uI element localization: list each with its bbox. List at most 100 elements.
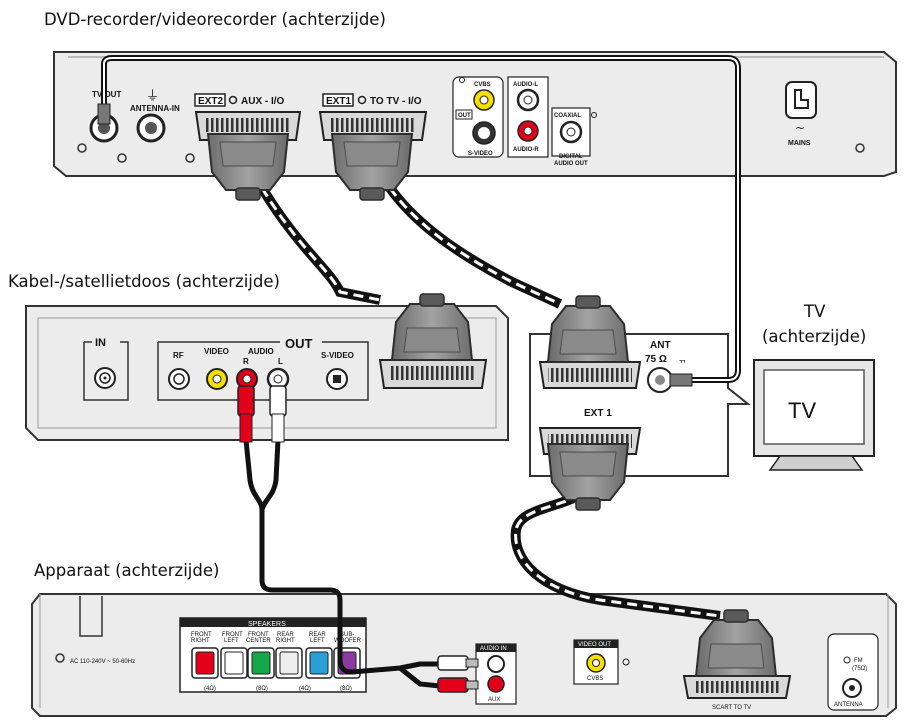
ac-label: AC 110-240V ~ 50-60Hz (70, 659, 135, 665)
audio-r-label: AUDIO-R (513, 147, 539, 153)
aux-l-jack (487, 655, 505, 673)
screw-icon (855, 143, 865, 153)
speaker-terminal-front-left (220, 647, 248, 679)
s-video-jack (472, 121, 496, 145)
tv-scart-top-socket (538, 361, 642, 389)
ext2-desc-label: AUX - I/O (241, 96, 285, 107)
sp4-line1: REAR (277, 632, 294, 638)
cable-box-caption: Kabel-/satellietdoos (achterzijde) (8, 272, 280, 291)
sp2-line2: LEFT (224, 638, 239, 644)
antenna-label: ANTENNA (834, 702, 863, 708)
audio-in-label: AUDIO IN (480, 646, 507, 652)
dvd-recorder-caption: DVD-recorder/videorecorder (achterzijde) (44, 10, 386, 29)
mains-socket (785, 81, 817, 119)
speaker-terminal-rear-right (275, 647, 303, 679)
screw-icon (55, 653, 65, 663)
scart-plug-ext1 (331, 133, 413, 201)
ac-symbol-icon: ~ (795, 121, 805, 135)
screw-icon (77, 143, 87, 153)
scart-plug-tv-top (547, 295, 629, 363)
video-out-jack (586, 653, 606, 673)
rf-out-jack (168, 368, 190, 390)
video-label: VIDEO (204, 347, 229, 356)
coaxial-label: COAXIAL (554, 113, 581, 119)
scart-cable-ext2-to-box (257, 185, 381, 305)
in-label: IN (95, 337, 106, 349)
out-label: OUT (285, 336, 313, 351)
audio-l-jack (516, 88, 540, 112)
fm-label: FM (854, 658, 863, 664)
aux-r-jack (487, 675, 505, 693)
sp4-line2: RIGHT (276, 638, 295, 644)
video-out-label: OUT (458, 113, 471, 119)
audio-r-jack (517, 120, 539, 142)
fm-antenna-jack (842, 678, 862, 698)
scart-plug-ext2 (207, 133, 289, 201)
screw-icon (185, 153, 195, 163)
apparaat-back-panel: AC 110-240V ~ 50-60Hz SPEAKERS FRONT RIG… (31, 593, 897, 717)
digital-audio-out-label: AUDIO OUT (554, 161, 588, 167)
cvbs-jack (473, 89, 495, 111)
antenna-in-label: ANTENNA-IN (130, 104, 180, 113)
scart-cable-tv-to-apparaat (510, 489, 721, 621)
coax-symbol-icon: ᆩ (678, 355, 686, 365)
sp3-line2: CENTER (246, 638, 271, 644)
screw-icon (117, 153, 127, 163)
mains-label: MAINS (788, 140, 811, 147)
audio-cable-box-to-apparaat (237, 385, 479, 693)
scart-cable-ext1-to-tv (385, 185, 563, 309)
impedance-label: (4Ω) (299, 686, 311, 692)
s-video-label: S-VIDEO (321, 351, 354, 360)
sp1-line2: RIGHT (191, 638, 210, 644)
s-video-out-jack (326, 368, 348, 390)
impedance-label: (4Ω) (204, 686, 216, 692)
coaxial-jack (559, 120, 583, 144)
aux-label: AUX (488, 697, 500, 703)
digital-label: DIGITAL (559, 154, 583, 160)
sp1-line1: FRONT (191, 632, 212, 638)
tv-set: TV (753, 359, 875, 471)
box-scart-socket (378, 359, 488, 389)
sp6-line2: WOOFER (334, 638, 362, 644)
tv-screen-label: TV (788, 398, 816, 423)
audio-l-label: AUDIO-L (513, 82, 538, 88)
scart-plug-box (391, 293, 473, 361)
s-video-label: S-VIDEO (468, 151, 493, 157)
audio-l-label: L (278, 357, 283, 366)
apparaat-scart-socket (682, 675, 792, 699)
ext2-label: EXT2 (198, 96, 223, 107)
sp5-line1: REAR (309, 632, 326, 638)
cable-box-back-panel: IN OUT RF VIDEO AUDIO R L S-VIDEO (25, 305, 509, 441)
sp5-line2: LEFT (310, 638, 325, 644)
cvbs-label: CVBS (474, 82, 491, 88)
scart-to-tv-label: SCART TO TV (712, 705, 751, 711)
video-out-jack (206, 368, 228, 390)
cvbs-label: CVBS (587, 676, 603, 682)
sp3-line1: FRONT (248, 632, 269, 638)
ant-ohm-label: 75 Ω (645, 354, 667, 365)
audio-label: AUDIO (248, 347, 274, 356)
tv-connector-zoom: ANT 75 Ω ᆩ EXT 1 (529, 333, 751, 477)
rf-in-jack (94, 367, 116, 389)
audio-r-label: R (243, 357, 249, 366)
impedance-label: (8Ω) (340, 686, 352, 692)
antenna-cable (97, 55, 741, 387)
audio-r-out-jack (236, 368, 258, 390)
tv-antenna-jack (647, 367, 673, 393)
ext-1-label: EXT 1 (584, 408, 612, 419)
ext1-desc-label: TO TV - I/O (370, 96, 422, 107)
video-out-label: VIDEO OUT (578, 642, 611, 648)
sp2-line1: FRONT (222, 632, 243, 638)
antenna-symbol-icon: ⏚ (146, 89, 159, 104)
tv-caption-sub: (achterzijde) (762, 327, 867, 346)
speaker-terminal-rear-left (305, 647, 333, 679)
speaker-terminal-front-center (247, 647, 275, 679)
dvd-recorder-back-panel: TV-OUT ⏚ ANTENNA-IN EXT2 AUX - I/O EXT1 … (53, 51, 897, 177)
sp6-line1: SUB- (340, 632, 354, 638)
tv-caption-title: TV (804, 302, 826, 321)
screw-icon (622, 658, 630, 666)
fm-ohm-label: (75Ω) (852, 666, 867, 672)
antenna-in-jack: ⏚ (136, 89, 166, 143)
ant-label: ANT (650, 340, 671, 351)
